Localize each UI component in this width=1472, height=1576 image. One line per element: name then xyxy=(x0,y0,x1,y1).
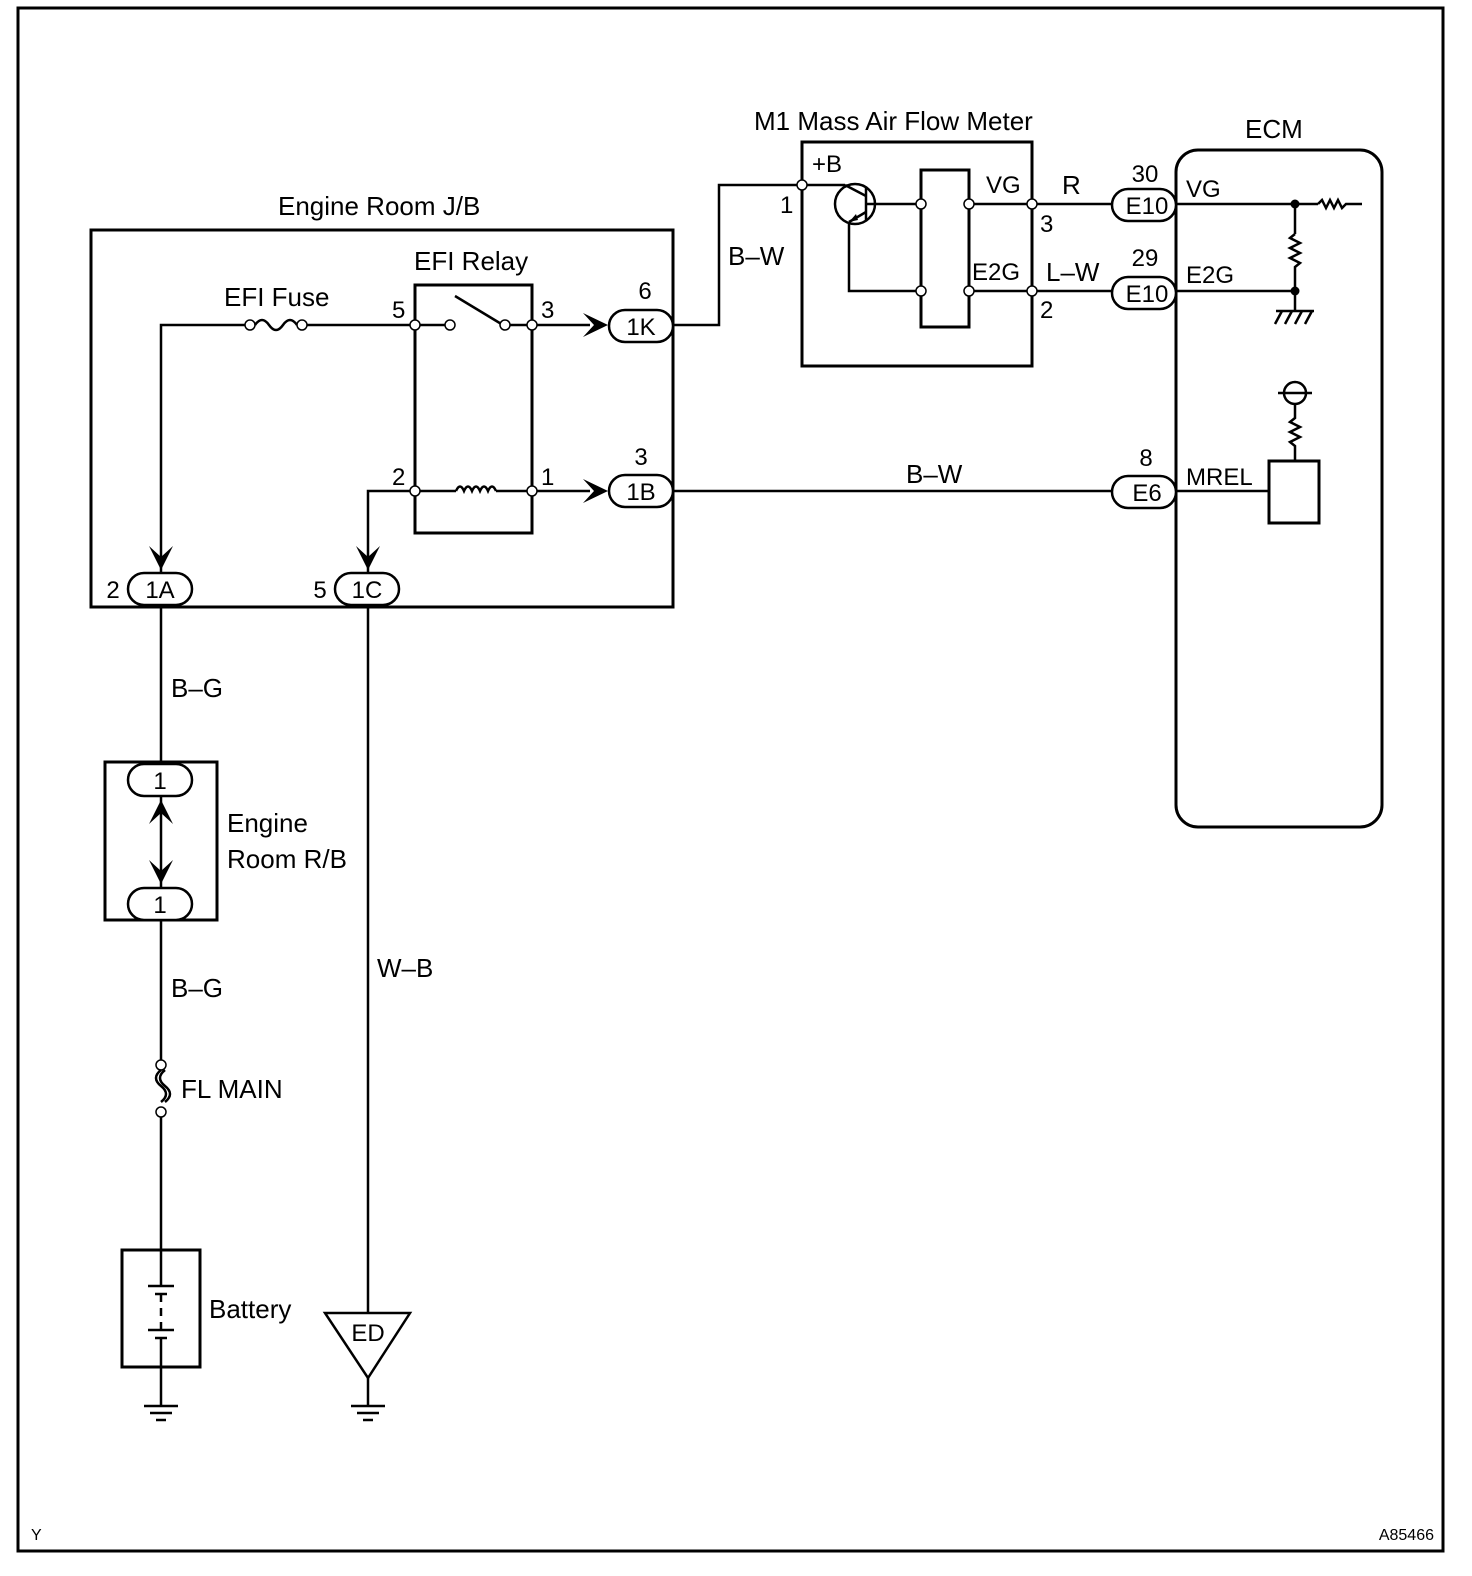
wire-label-w-b: W–B xyxy=(377,953,433,983)
connector-1c-pin: 5 xyxy=(313,577,326,604)
chevron-up-icon xyxy=(149,800,173,824)
mass-air-flow-meter: M1 Mass Air Flow Meter +B VG E2G 1 3 2 xyxy=(754,106,1053,368)
ecm-label: ECM xyxy=(1245,114,1303,144)
connector-rb-bottom: 1 xyxy=(153,892,166,919)
engine-room-rb-label-2: Room R/B xyxy=(227,844,347,874)
footer-left: Y xyxy=(31,1527,42,1544)
maf-pin-3: 3 xyxy=(1040,211,1053,238)
fl-main-label: FL MAIN xyxy=(181,1074,283,1104)
svg-text:E6: E6 xyxy=(1132,480,1161,507)
maf-pin-2: 2 xyxy=(1040,297,1053,324)
ecm-terminal-mrel: MREL xyxy=(1186,464,1253,491)
wire-label-l-w: L–W xyxy=(1046,257,1100,287)
maf-pin-1: 1 xyxy=(780,192,793,219)
battery-icon xyxy=(120,1248,202,1369)
svg-text:1A: 1A xyxy=(145,577,174,604)
wire-b-w-upper xyxy=(673,183,797,327)
chevron-1c-icon xyxy=(356,546,380,570)
relay-pin-2: 2 xyxy=(392,464,405,491)
connector-e6: E6 8 xyxy=(1110,445,1178,510)
engine-room-jb-label: Engine Room J/B xyxy=(278,191,480,221)
connector-e6-pin: 8 xyxy=(1139,445,1152,472)
relay-switch-contact xyxy=(454,294,504,327)
maf-terminal-vg: VG xyxy=(986,172,1021,199)
connector-1k: 1K 6 xyxy=(607,278,675,344)
connector-e10-vg-pin: 30 xyxy=(1132,161,1159,188)
wire-label-b-w-upper: B–W xyxy=(728,241,785,271)
connector-e10-vg: E10 30 xyxy=(1110,161,1178,223)
transistor-icon xyxy=(833,182,877,226)
maf-terminal-plus-b: +B xyxy=(812,151,842,178)
wire-label-b-w-lower: B–W xyxy=(906,459,963,489)
efi-fuse-icon xyxy=(244,318,308,332)
engine-room-rb: 1 1 Engine Room R/B xyxy=(103,760,347,922)
connector-1a-pin: 2 xyxy=(106,577,119,604)
relay-pin-1: 1 xyxy=(541,464,554,491)
connector-e10-e2g-pin: 29 xyxy=(1132,245,1159,272)
resistor-icon xyxy=(1317,197,1362,211)
mrel-resistor-icon xyxy=(1287,404,1303,461)
relay-coil-icon xyxy=(454,485,498,495)
connector-1c: 1C 5 xyxy=(313,571,401,607)
svg-text:1C: 1C xyxy=(352,577,383,604)
wire-label-b-g-upper: B–G xyxy=(171,673,223,703)
maf-terminal-e2g: E2G xyxy=(972,259,1020,286)
connector-rb-top: 1 xyxy=(153,768,166,795)
connector-1b-pin: 3 xyxy=(634,444,647,471)
efi-relay: EFI Relay 5 3 2 1 xyxy=(392,246,554,535)
svg-text:1B: 1B xyxy=(626,479,655,506)
fl-main-fusible-link-icon xyxy=(154,1059,172,1118)
ecm-terminal-vg: VG xyxy=(1186,176,1221,203)
battery-label: Battery xyxy=(209,1294,291,1324)
engine-room-rb-label-1: Engine xyxy=(227,808,308,838)
svg-text:1K: 1K xyxy=(626,314,655,341)
relay-pin-3: 3 xyxy=(541,297,554,324)
ecm-terminal-e2g: E2G xyxy=(1186,262,1234,289)
ground-ed-label: ED xyxy=(351,1320,384,1347)
chevron-1k-icon xyxy=(583,313,608,337)
chevron-1b-icon xyxy=(583,479,608,503)
svg-text:E10: E10 xyxy=(1126,281,1169,308)
chassis-ground-icon xyxy=(1273,291,1314,325)
relay-pin-5: 5 xyxy=(392,297,405,324)
connector-1a: 1A 2 xyxy=(106,571,194,607)
svg-text:E10: E10 xyxy=(1126,193,1169,220)
maf-label: M1 Mass Air Flow Meter xyxy=(754,106,1033,136)
connector-e10-e2g: E10 29 xyxy=(1110,245,1178,311)
chevron-1a-icon xyxy=(149,546,173,570)
resistor-vertical-icon xyxy=(1287,233,1303,291)
ecm: ECM VG E2G MREL E10 xyxy=(1110,114,1384,829)
connector-1k-pin: 6 xyxy=(638,278,651,305)
footer-code: A85466 xyxy=(1379,1527,1434,1544)
efi-relay-label: EFI Relay xyxy=(414,246,528,276)
power-source-icon xyxy=(1278,380,1312,406)
wire-label-b-g-lower: B–G xyxy=(171,973,223,1003)
engine-room-jb: Engine Room J/B EFI Relay 5 3 2 1 EFI F xyxy=(89,191,675,609)
wire-label-r: R xyxy=(1062,170,1081,200)
ground-point-ed: ED xyxy=(322,1311,413,1422)
connector-1b: 1B 3 xyxy=(607,444,675,509)
battery-ground-icon xyxy=(144,1367,178,1422)
chevron-down-icon xyxy=(149,860,173,884)
efi-fuse-label: EFI Fuse xyxy=(224,282,329,312)
frame xyxy=(16,6,1445,1553)
